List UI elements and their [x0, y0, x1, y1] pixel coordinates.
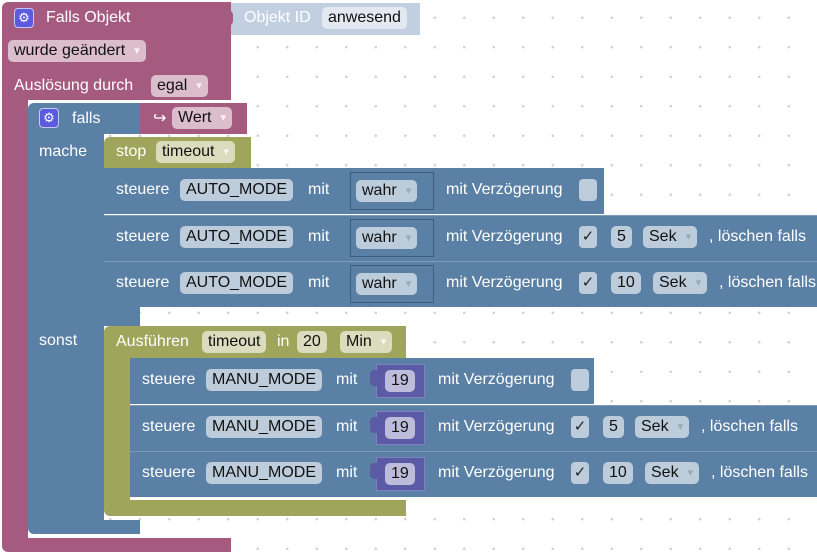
delay-label: mit Verzögerung — [438, 418, 555, 435]
set-state-label: steuere — [116, 228, 170, 245]
delay-label: mit Verzögerung — [438, 464, 555, 481]
delay-checkbox[interactable]: ✓ — [579, 272, 597, 294]
stop-label: stop — [116, 143, 147, 160]
number-block-tab — [370, 463, 378, 479]
value-dropdown[interactable]: Wert — [172, 107, 233, 129]
object-id-field[interactable]: anwesend — [322, 7, 407, 29]
clear-if-label: , löschen falls — [701, 418, 798, 435]
with-label: mit — [308, 181, 330, 198]
set-state-label: steuere — [116, 274, 170, 291]
object-id-label: Objekt ID — [244, 9, 311, 26]
then-rows-bottom — [104, 307, 140, 317]
timeout-in-label: in — [277, 333, 290, 350]
object-name-field[interactable]: AUTO_MODE — [180, 226, 294, 248]
if-label: falls — [72, 110, 101, 127]
delay-unit-dropdown[interactable]: Sek — [645, 462, 700, 484]
set-state-label: steuere — [142, 371, 196, 388]
delay-value-field[interactable]: 5 — [603, 416, 624, 438]
timeout-unit-dropdown[interactable]: Min — [340, 331, 393, 353]
timeout-block-bottom — [104, 500, 406, 516]
boolean-dropdown[interactable]: wahr — [356, 180, 418, 202]
object-name-field[interactable]: MANU_MODE — [206, 369, 323, 391]
then-label: mache — [39, 143, 88, 160]
input-connector — [223, 10, 233, 26]
with-label: mit — [308, 274, 330, 291]
clear-if-label: , löschen falls — [711, 464, 808, 481]
boolean-dropdown[interactable]: wahr — [356, 227, 418, 249]
number-value-field[interactable]: 19 — [385, 417, 415, 439]
set-state-label: steuere — [116, 181, 170, 198]
delay-unit-dropdown[interactable]: Sek — [653, 272, 708, 294]
timeout-block-spine — [104, 358, 130, 502]
if-block-bottom — [28, 520, 140, 534]
delay-checkbox[interactable]: ✓ — [579, 226, 597, 248]
clear-if-label: , löschen falls — [709, 228, 806, 245]
trigger-dropdown[interactable]: egal — [151, 75, 208, 97]
object-name-field[interactable]: MANU_MODE — [206, 416, 323, 438]
timeout-duration-field[interactable]: 20 — [297, 331, 327, 353]
delay-label: mit Verzögerung — [446, 181, 563, 198]
set-state-label: steuere — [142, 464, 196, 481]
event-block-left-arm — [2, 98, 28, 538]
delay-unit-dropdown[interactable]: Sek — [635, 416, 690, 438]
stop-timer-dropdown[interactable]: timeout — [156, 141, 236, 163]
object-name-field[interactable]: AUTO_MODE — [180, 179, 294, 201]
value-arrow-icon: ↪ — [153, 110, 167, 127]
set-state-label: steuere — [142, 418, 196, 435]
delay-unit-dropdown[interactable]: Sek — [643, 226, 698, 248]
delay-label: mit Verzögerung — [446, 228, 563, 245]
else-label: sonst — [39, 332, 78, 349]
delay-label: mit Verzögerung — [438, 371, 555, 388]
number-block-tab — [370, 417, 378, 433]
with-label: mit — [308, 228, 330, 245]
number-value-field[interactable]: 19 — [385, 370, 415, 392]
boolean-dropdown[interactable]: wahr — [356, 273, 418, 295]
event-title: Falls Objekt — [46, 9, 131, 26]
timeout-timer-field[interactable]: timeout — [202, 331, 267, 353]
with-label: mit — [336, 464, 358, 481]
delay-checkbox[interactable] — [579, 179, 597, 201]
timeout-label: Ausführen — [116, 333, 189, 350]
event-block-bottom — [2, 538, 231, 552]
clear-if-label: , löschen falls — [719, 274, 816, 291]
gear-icon[interactable]: ⚙ — [14, 8, 34, 28]
set-state-block[interactable] — [130, 451, 817, 497]
delay-checkbox[interactable] — [571, 369, 589, 391]
number-block-tab — [370, 370, 378, 386]
delay-value-field[interactable]: 5 — [611, 226, 632, 248]
with-label: mit — [336, 418, 358, 435]
delay-value-field[interactable]: 10 — [603, 462, 633, 484]
trigger-label: Auslösung durch — [14, 77, 134, 94]
object-name-field[interactable]: MANU_MODE — [206, 462, 323, 484]
if-block-spine — [28, 134, 104, 524]
delay-value-field[interactable]: 10 — [611, 272, 641, 294]
gear-icon[interactable]: ⚙ — [39, 108, 59, 128]
number-value-field[interactable]: 19 — [385, 463, 415, 485]
with-label: mit — [336, 371, 358, 388]
delay-checkbox[interactable]: ✓ — [571, 462, 589, 484]
delay-label: mit Verzögerung — [446, 274, 563, 291]
object-name-field[interactable]: AUTO_MODE — [180, 272, 294, 294]
delay-checkbox[interactable]: ✓ — [571, 416, 589, 438]
condition-dropdown[interactable]: wurde geändert — [8, 40, 146, 62]
